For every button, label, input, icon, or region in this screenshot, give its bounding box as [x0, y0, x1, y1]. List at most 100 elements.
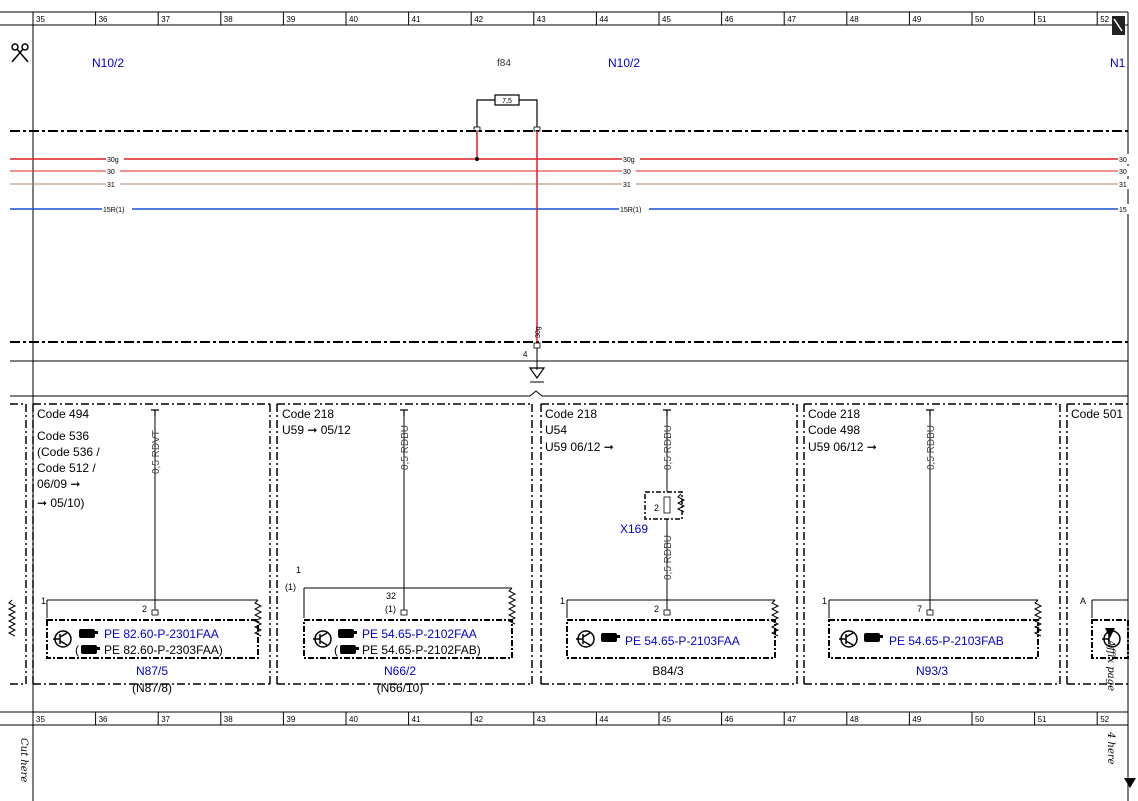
ruler-column-number: 50	[975, 15, 984, 24]
pin-label: 32	[386, 591, 396, 601]
pin-label: 2	[654, 604, 659, 614]
pin-label: 1	[560, 596, 565, 606]
module-n93-3: Code 218 Code 498 U59 06/12 ➞ 0,5 RDBU 1…	[808, 407, 1043, 678]
pin-label: 7	[917, 604, 922, 614]
wire-color-label: 0,5 RDBU	[926, 425, 937, 470]
ruler-column-number: 37	[161, 15, 170, 24]
wire-color-label: 0,5 RDBU	[400, 425, 411, 470]
hand-pointer-icon	[601, 633, 620, 642]
reference-link-alt: PE 82.60-P-2303FAA)	[104, 643, 223, 657]
ruler-column-number: 35	[36, 715, 45, 724]
connector-label-center: N10/2	[608, 56, 640, 70]
svg-text:30: 30	[1119, 169, 1127, 176]
four-here-label: 4 here	[1105, 731, 1116, 765]
ruler-column-number: 39	[286, 715, 295, 724]
pin-label: A	[1080, 596, 1086, 606]
reference-link: PE 54.65-P-2102FAA	[362, 627, 477, 641]
module-code-line: U59 06/12 ➞	[545, 440, 614, 454]
reference-link-alt: PE 54.65-P-2102FAB)	[362, 643, 481, 657]
page-corner-icon	[1112, 16, 1125, 35]
ruler-column-number: 41	[412, 715, 421, 724]
ruler-column-number: 35	[36, 15, 45, 24]
ruler-column-number: 52	[1100, 715, 1109, 724]
connector-label: X169	[620, 522, 648, 536]
wire-color-label: 0,5 RDVT	[151, 430, 162, 474]
module-code-line: U59 06/12 ➞	[808, 440, 877, 454]
ruler-column-number: 39	[286, 15, 295, 24]
component-name: N93/3	[916, 664, 948, 678]
ruler-column-number: 47	[787, 715, 796, 724]
ruler-column-number: 36	[99, 15, 108, 24]
ruler-column-number: 40	[349, 15, 358, 24]
svg-text:31: 31	[623, 182, 631, 189]
transistor-icon	[313, 630, 332, 648]
wire-30: 30 30 30	[10, 166, 1130, 176]
ruler-column-number: 52	[1100, 15, 1109, 24]
ruler-column-number: 47	[787, 15, 796, 24]
ruler-column-number: 46	[725, 15, 734, 24]
transistor-icon	[53, 630, 72, 648]
ruler-column-number: 46	[725, 715, 734, 724]
ruler-column-number: 49	[912, 715, 921, 724]
svg-text:30g: 30g	[107, 157, 119, 164]
wire-color-label: 0,5 RDBU	[663, 535, 674, 580]
svg-text:30: 30	[107, 169, 115, 176]
module-code-line: Code 218	[808, 407, 860, 421]
ruler-column-number: 48	[850, 715, 859, 724]
wire-30g: 30g 30g 30	[10, 154, 1130, 164]
component-alt-name: (N66/10)	[377, 681, 424, 695]
ruler-column-number: 44	[599, 15, 608, 24]
component-name: B84/3	[652, 664, 684, 678]
module-code-line: Code 494	[37, 407, 89, 421]
ruler-column-number: 40	[349, 715, 358, 724]
ground-arrow-icon	[528, 367, 546, 383]
module-code-line: Code 218	[545, 407, 597, 421]
module-partial-right: Code 501 A	[1071, 407, 1129, 659]
pin-label: (1)	[385, 604, 396, 614]
ruler-column-number: 43	[537, 715, 546, 724]
transistor-icon	[576, 630, 595, 648]
fuse-id-label: f84	[497, 58, 511, 69]
svg-text:15R(1): 15R(1)	[103, 207, 124, 214]
pin-label: 2	[142, 604, 147, 614]
cut-here-label: Cut here	[18, 738, 29, 782]
module-code-line: (Code 536 /	[37, 445, 100, 459]
svg-text:30: 30	[1119, 157, 1127, 164]
svg-text:(: (	[334, 643, 338, 657]
svg-text:30: 30	[623, 169, 631, 176]
hand-pointer-icon	[79, 629, 98, 638]
ruler-column-number: 41	[412, 15, 421, 24]
drop-pin-label: 4	[523, 350, 528, 359]
pin-label: 1	[41, 596, 46, 606]
transistor-icon	[839, 630, 858, 648]
module-code-line: Code 536	[37, 429, 89, 443]
pin-label: 2	[654, 503, 659, 513]
svg-text:31: 31	[1119, 182, 1127, 189]
module-code-line: U59 ➞ 05/12	[282, 423, 351, 437]
svg-text:15: 15	[1119, 207, 1127, 214]
ruler-column-number: 38	[224, 715, 233, 724]
drop-wire-label: 30g	[535, 326, 542, 338]
module-n66-2: Code 218 U59 ➞ 05/12 0,5 RDBU 1 (1) 32 (…	[282, 407, 517, 695]
ruler-column-number: 48	[850, 15, 859, 24]
fuse-symbol: 7,5	[473, 94, 541, 132]
module-code-line: Code 501	[1071, 407, 1123, 421]
module-n87-5: Code 494 Code 536 (Code 536 / Code 512 /…	[37, 407, 263, 695]
arrow-down-icon	[1105, 628, 1115, 638]
wire-color-label: 0,5 RDBU	[663, 425, 674, 470]
svg-text:15R(1): 15R(1)	[620, 207, 641, 214]
ruler-column-number: 42	[474, 715, 483, 724]
scissors-icon	[11, 43, 29, 63]
hand-pointer-icon	[340, 645, 359, 654]
fuse-rating-label: 7,5	[502, 98, 512, 105]
hand-pointer-icon	[864, 633, 883, 642]
module-code-line: 06/09 ➞	[37, 477, 80, 491]
ruler-column-number: 51	[1038, 715, 1047, 724]
module-code-line: U54	[545, 423, 567, 437]
hand-pointer-icon	[81, 645, 100, 654]
ruler-column-number: 45	[662, 715, 671, 724]
ruler-column-number: 42	[474, 15, 483, 24]
ruler-column-number: 51	[1038, 15, 1047, 24]
